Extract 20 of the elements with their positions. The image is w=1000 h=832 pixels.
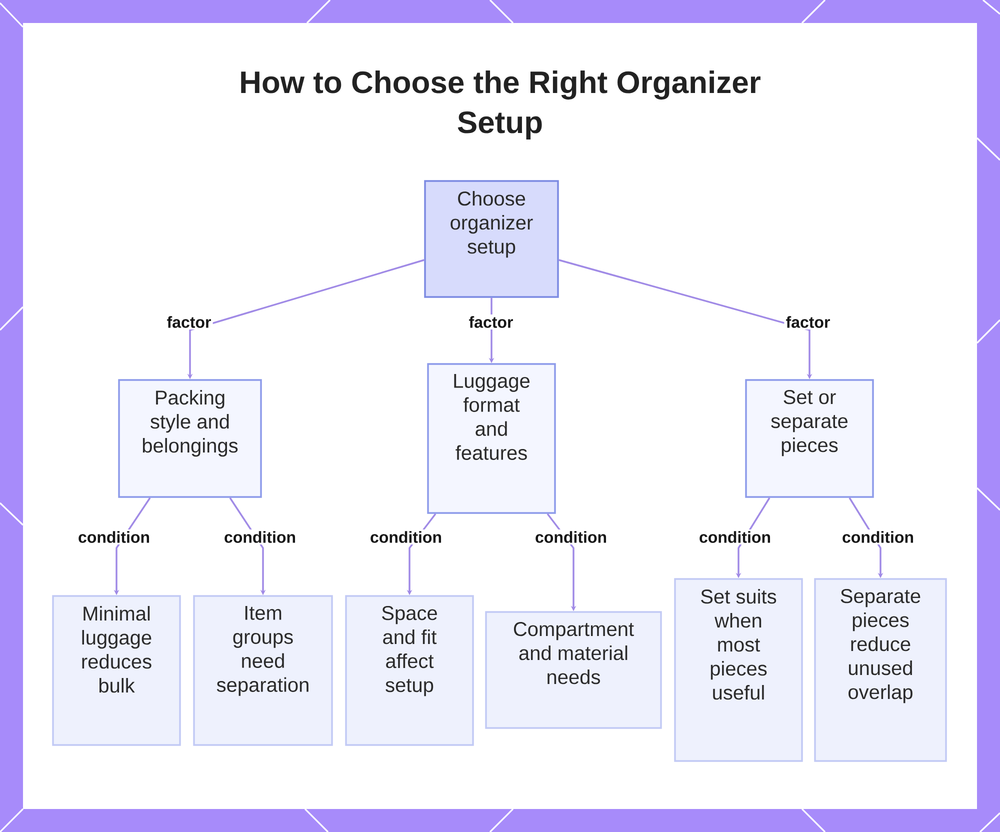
branch-box: Set or separate pieces [745, 379, 874, 498]
edge-label: condition [222, 530, 298, 544]
edge-label: condition [76, 530, 152, 544]
edge-label: factor [467, 314, 515, 330]
leaf-box: Set suits when most pieces useful [674, 578, 803, 762]
edge-label: condition [533, 530, 609, 544]
leaf-box: Separate pieces reduce unused overlap [814, 578, 947, 762]
leaf-box: Compartment and material needs [485, 611, 662, 729]
edge-label: condition [368, 530, 444, 544]
leaf-box: Item groups need separation [193, 595, 333, 746]
title: How to Choose the Right Organizer Setup [241, 70, 760, 140]
edge-label: condition [840, 530, 916, 544]
leaf-box: Minimal luggage reduces bulk [52, 595, 181, 746]
leaf-box: Space and fit affect setup [345, 595, 474, 746]
branch-box: Luggage format and features [427, 363, 556, 514]
branch-box: Packing style and belongings [118, 379, 262, 498]
edge-label: factor [784, 314, 832, 330]
edge-label: condition [697, 530, 773, 544]
edge-label: factor [165, 314, 213, 330]
root-box: Choose organizer setup [424, 180, 559, 298]
